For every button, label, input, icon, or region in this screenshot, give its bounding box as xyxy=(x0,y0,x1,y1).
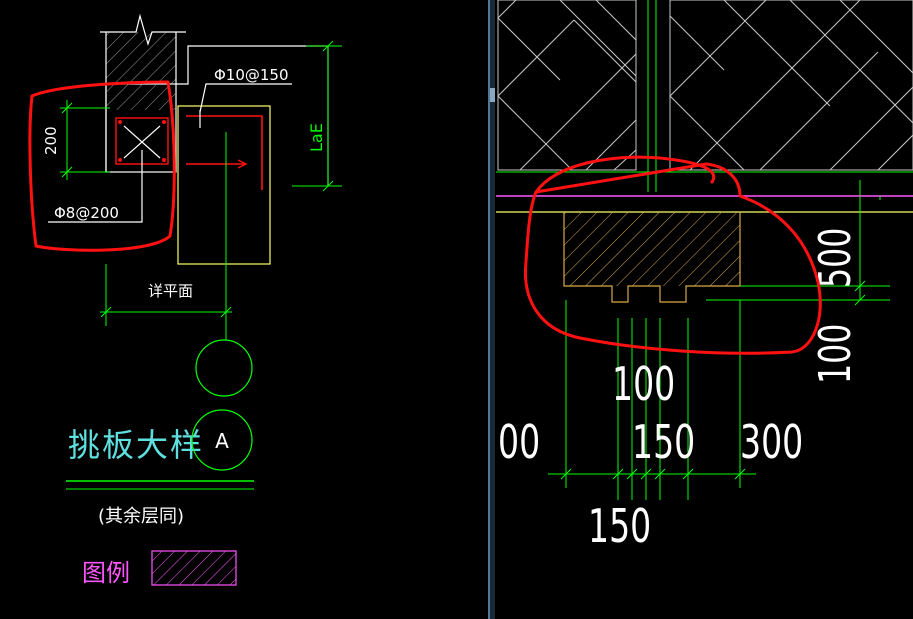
edge-beam xyxy=(563,212,741,303)
rebar-bottom-leader xyxy=(48,150,143,223)
dim-lae xyxy=(292,40,342,192)
detail-subtitle: (其余层同) xyxy=(98,506,184,527)
lattice-panels xyxy=(497,0,913,171)
rebar-top-label: Φ10@150 xyxy=(214,66,289,84)
axis-bubble-a xyxy=(191,409,253,471)
beam-section xyxy=(105,83,177,173)
title-underline xyxy=(66,480,254,490)
dim-width-label: 详平面 xyxy=(148,282,193,300)
dim-100-horizontal-label: 100 xyxy=(612,359,675,412)
dim-150-upper-label: 150 xyxy=(632,417,695,470)
dim-300-label: 300 xyxy=(740,417,803,470)
dim-200-vertical xyxy=(60,100,110,180)
red-markup-right xyxy=(523,155,822,355)
rebar-top-leader xyxy=(199,83,292,113)
dim-150-lower-label: 150 xyxy=(588,501,651,554)
dim-lae-label: LaE xyxy=(307,123,326,152)
detail-title: 挑板大样 xyxy=(68,426,204,464)
left-detail: 200 Φ10@150 Φ8@200 LaE 详平面 xyxy=(28,13,342,587)
right-detail: 500 100 100 00 150 300 150 xyxy=(496,0,913,553)
dim-100-vertical-label: 100 xyxy=(810,324,862,384)
dim-width xyxy=(100,132,232,340)
legend-label: 图例 xyxy=(82,559,130,587)
dim-200-label: 200 xyxy=(42,126,60,155)
axis-bubble-empty xyxy=(195,339,253,397)
viewport-divider xyxy=(488,0,495,619)
rebar-bottom-label: Φ8@200 xyxy=(54,204,119,222)
legend-hatch-swatch xyxy=(151,550,237,586)
dim-00-label: 00 xyxy=(498,417,540,470)
red-markup-left xyxy=(28,80,176,252)
dim-vertical-right xyxy=(706,196,890,306)
axis-bubble-letter: A xyxy=(215,429,229,453)
